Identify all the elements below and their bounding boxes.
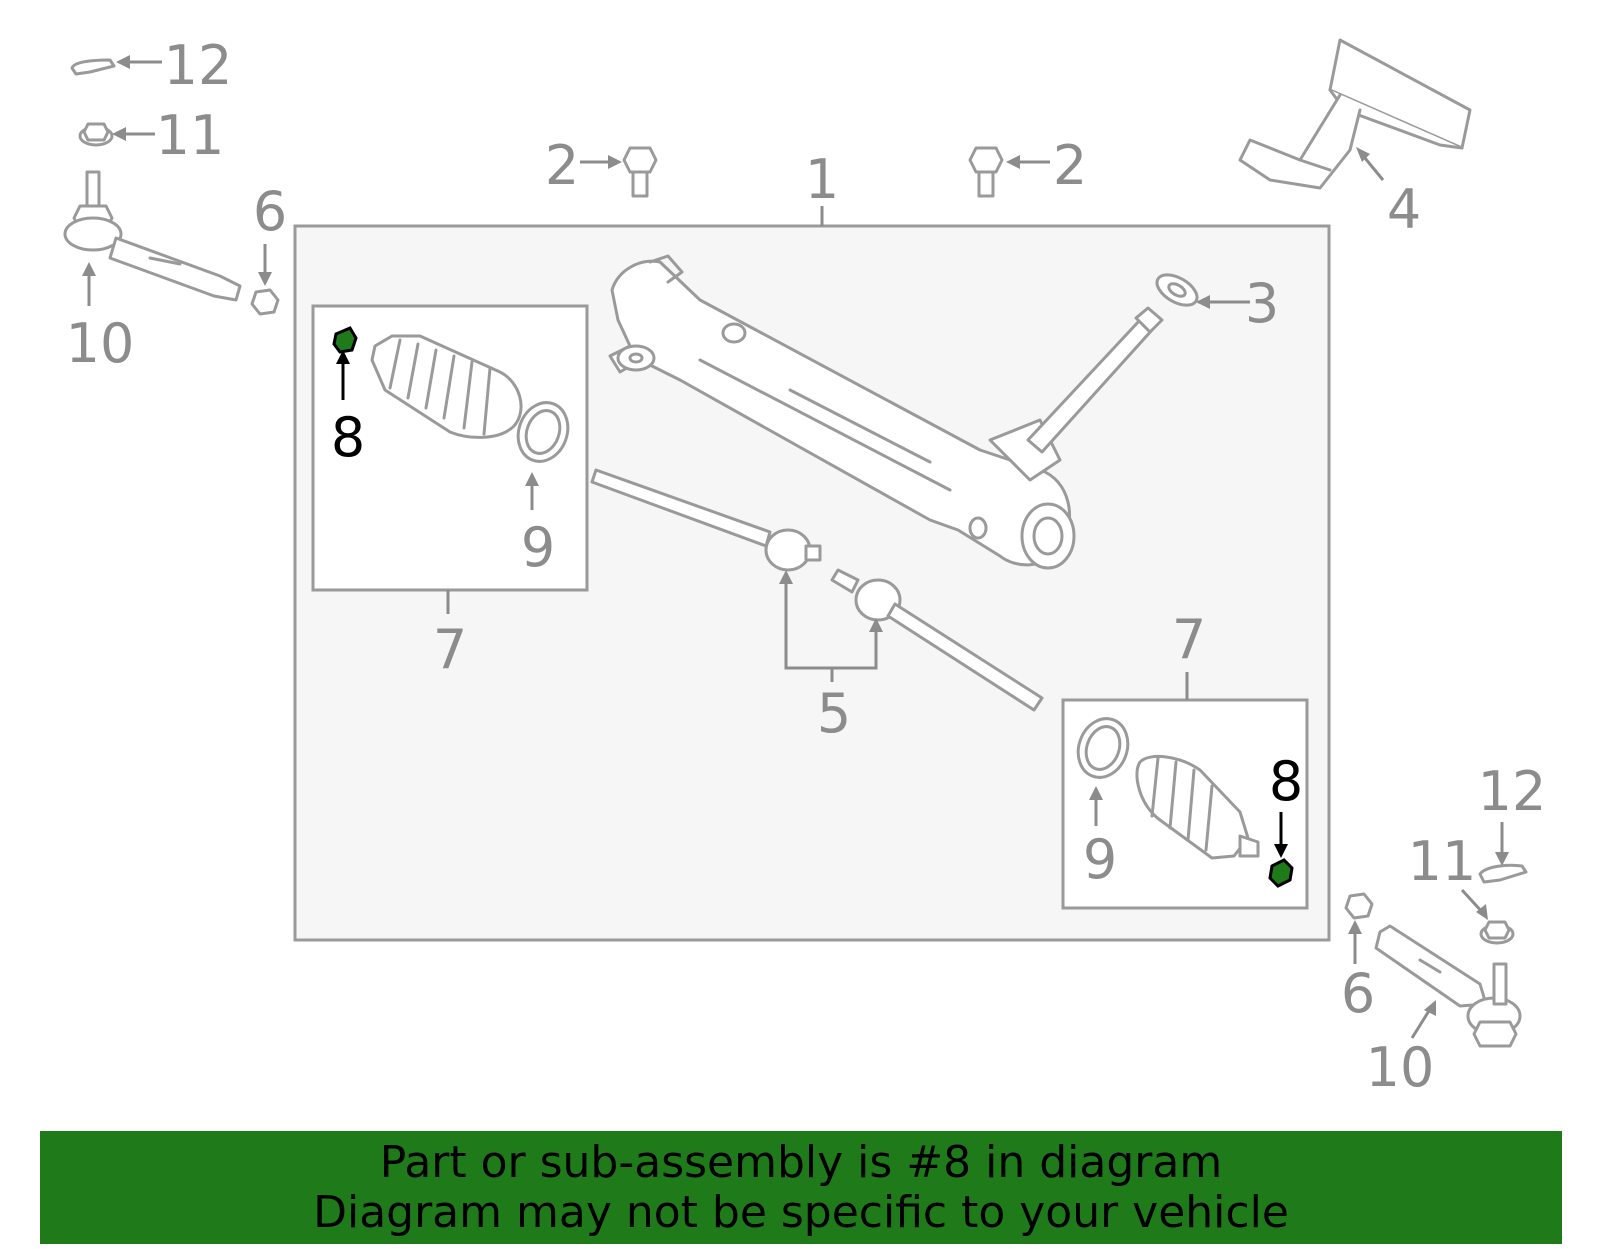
tie-rod-end-left: [63, 170, 242, 302]
callout-4[interactable]: 4: [1387, 178, 1421, 241]
banner-line-2: Diagram may not be specific to your vehi…: [313, 1186, 1289, 1238]
callout-2-left[interactable]: 2: [545, 134, 579, 197]
callout-1[interactable]: 1: [805, 148, 839, 211]
inner-tie-rod-right: [830, 568, 1044, 712]
nut-left: [250, 288, 280, 316]
bolt-left: [622, 146, 658, 198]
callout-10-right[interactable]: 10: [1366, 1036, 1435, 1099]
highlighted-clamp-right[interactable]: [1268, 858, 1294, 888]
callout-2-right[interactable]: 2: [1053, 134, 1087, 197]
cover-part: [1238, 38, 1472, 190]
inner-tie-rod-left: [590, 468, 822, 572]
steering-rack-housing: [608, 254, 1164, 570]
callout-9-left[interactable]: 9: [521, 516, 555, 579]
boot-left: [370, 334, 570, 463]
callout-3[interactable]: 3: [1245, 272, 1279, 335]
callout-6-left[interactable]: 6: [253, 180, 287, 243]
callout-5[interactable]: 5: [817, 682, 851, 745]
cotter-pin-right: [1478, 863, 1528, 884]
flange-nut-right: [1479, 920, 1515, 945]
callout-9-right[interactable]: 9: [1083, 828, 1117, 891]
washer-part: [1155, 273, 1199, 307]
callout-12-right[interactable]: 12: [1478, 760, 1547, 823]
boot-right: [1076, 717, 1260, 860]
nut-right: [1344, 892, 1374, 920]
callout-8-left[interactable]: 8: [331, 406, 365, 469]
callout-7-left[interactable]: 7: [433, 618, 467, 681]
banner-line-1: Part or sub-assembly is #8 in diagram: [379, 1136, 1223, 1188]
callout-10-left[interactable]: 10: [66, 312, 135, 375]
callout-6-right[interactable]: 6: [1341, 962, 1375, 1025]
flange-nut-left: [78, 122, 114, 147]
callout-11-left[interactable]: 11: [156, 104, 225, 167]
cotter-pin-left: [70, 58, 116, 76]
bolt-right: [968, 146, 1004, 198]
callout-12-left[interactable]: 12: [164, 34, 233, 97]
callout-8-right[interactable]: 8: [1269, 750, 1303, 813]
callout-7-right[interactable]: 7: [1172, 608, 1206, 671]
info-banner: Part or sub-assembly is #8 in diagram Di…: [40, 1131, 1562, 1244]
highlighted-clamp-left[interactable]: [332, 326, 358, 354]
tie-rod-end-right: [1374, 924, 1522, 1048]
callout-11-right[interactable]: 11: [1408, 830, 1477, 893]
